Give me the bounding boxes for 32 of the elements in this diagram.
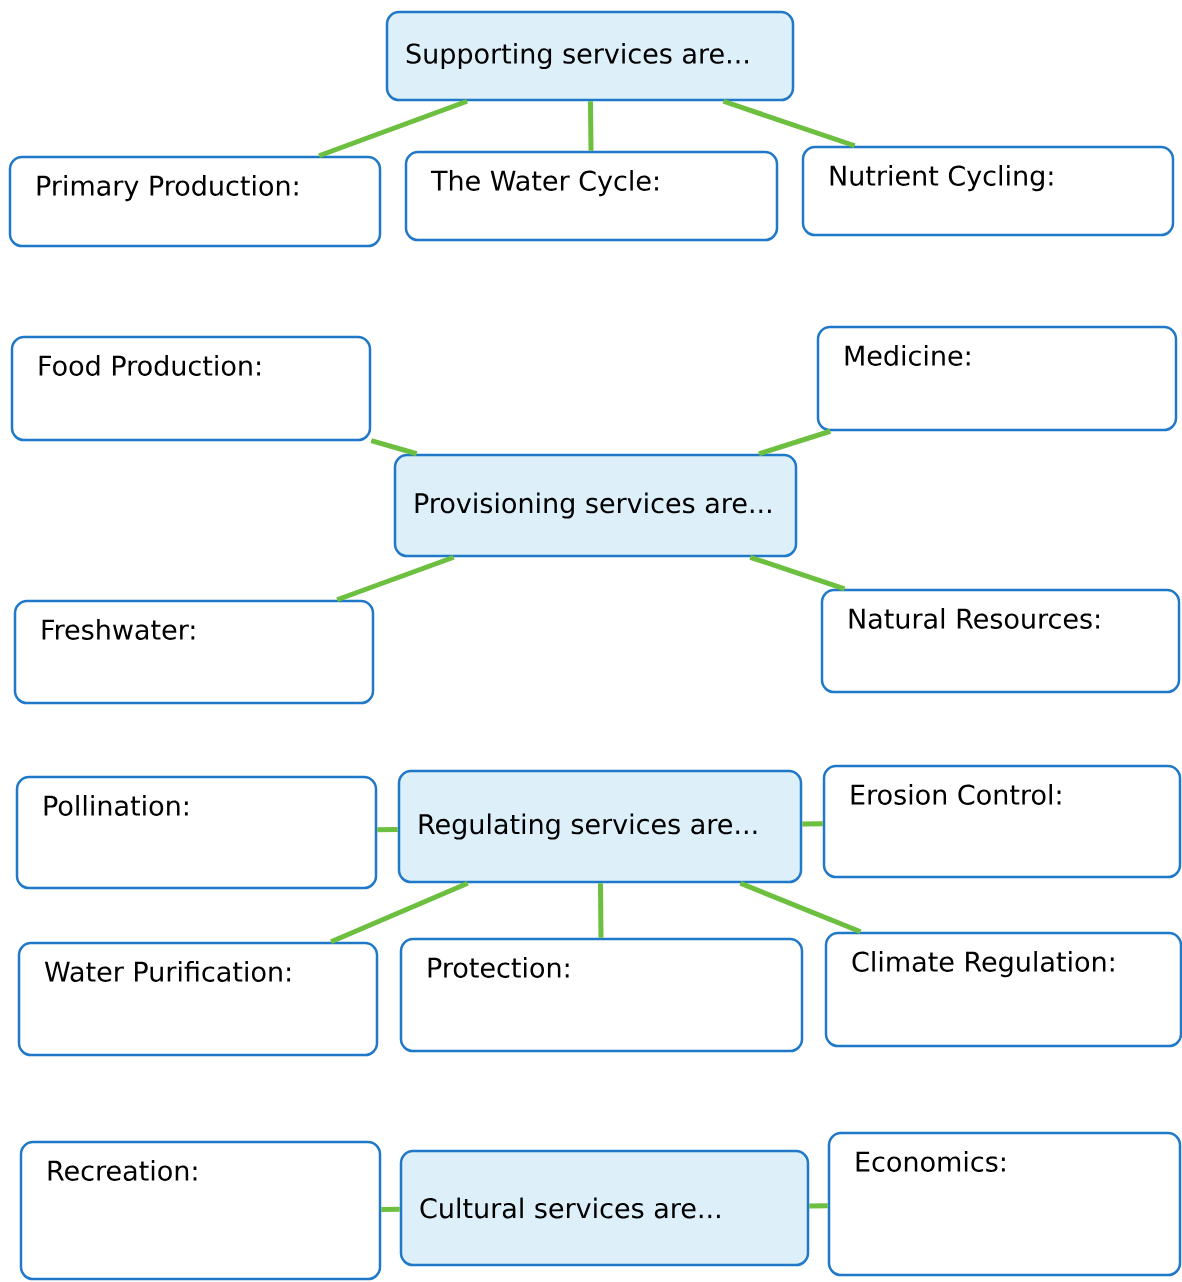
connector-line [758,428,831,457]
category-box: Cultural services are... [399,1149,810,1267]
answer-box: Pollination: [15,775,378,890]
connector-line [336,554,455,603]
answer-box: Erosion Control: [822,764,1182,879]
answer-box: Food Production: [10,335,372,442]
connector-line [588,101,594,151]
answer-box: Recreation: [19,1140,382,1281]
category-box: Supporting services are... [385,10,795,102]
connector-line [802,821,823,827]
connector-line [809,1203,828,1209]
answer-box: Nutrient Cycling: [801,145,1175,237]
connector-line [330,880,469,945]
connector-line [598,883,604,938]
connector-line [722,98,856,149]
connector-line [381,1206,400,1212]
answer-box: The Water Cycle: [404,150,779,242]
connector-line [318,98,468,159]
category-box: Provisioning services are... [393,453,798,558]
connector-line [377,827,398,833]
answer-box: Economics: [827,1131,1182,1277]
answer-box: Water Purification: [17,941,379,1057]
answer-box: Natural Resources: [820,588,1181,694]
connector-line [749,554,846,592]
connector-line [739,880,862,935]
connector-line [370,438,418,457]
category-box: Regulating services are... [397,769,803,884]
answer-box: Medicine: [816,325,1178,432]
answer-box: Primary Production: [8,155,382,248]
answer-box: Freshwater: [13,599,375,705]
answer-box: Protection: [399,937,804,1053]
answer-box: Climate Regulation: [824,931,1182,1048]
